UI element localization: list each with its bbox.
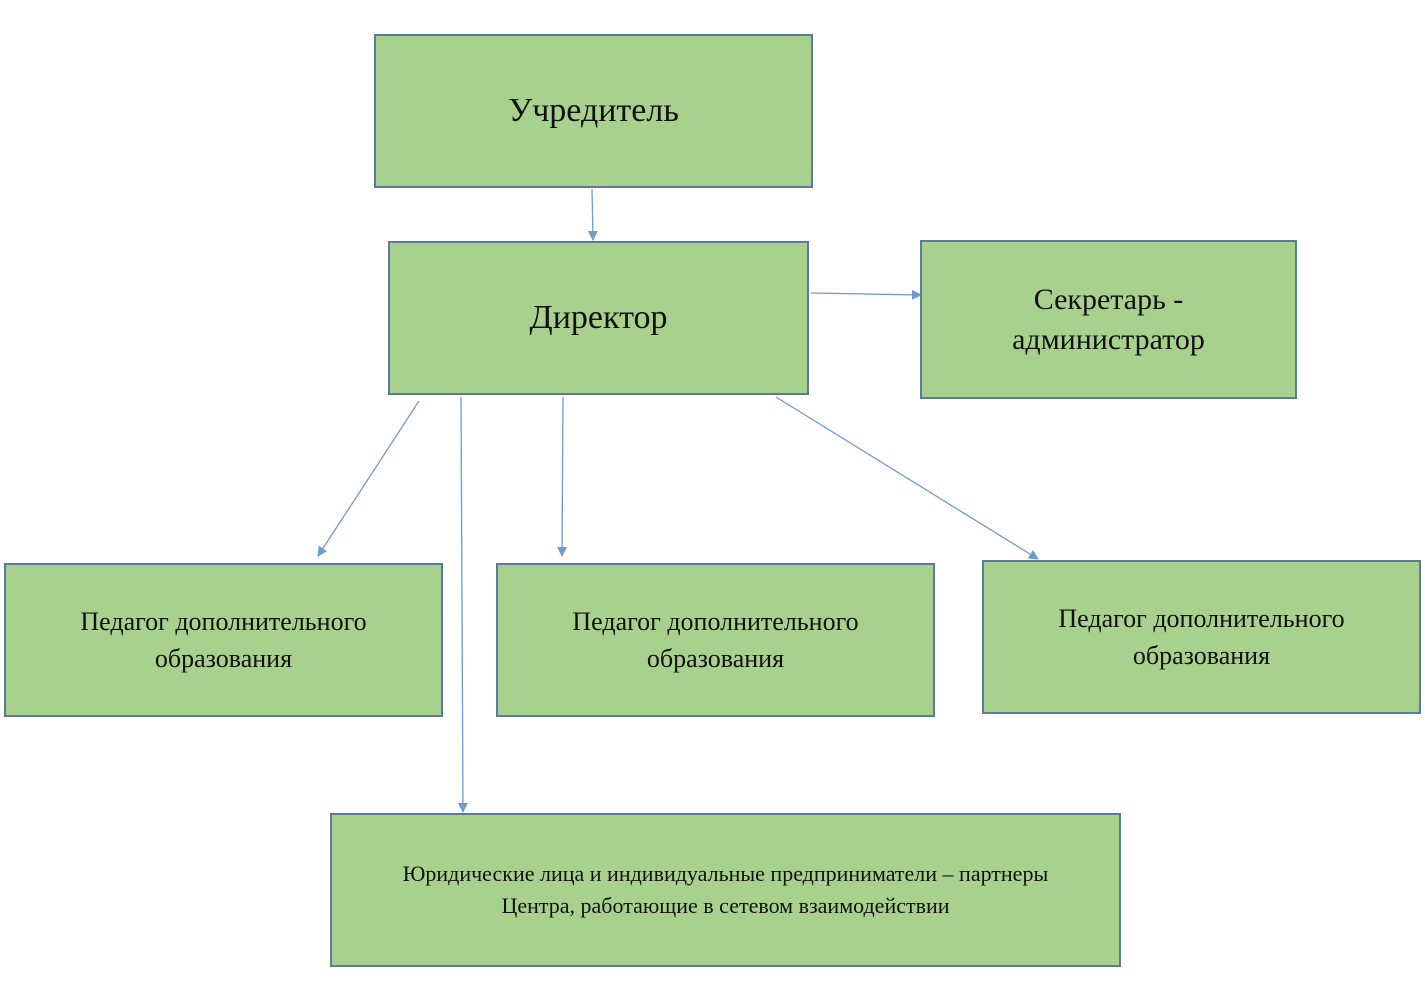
arrow-director-to-secretary — [810, 289, 922, 300]
arrow-director-to-teacher-1 — [317, 400, 420, 557]
director-label: Директор — [529, 299, 668, 336]
arrow-founder-to-director — [587, 188, 598, 241]
founder-label: Учредитель — [508, 92, 679, 129]
teacher-box-3: Педагог дополнительного образования — [982, 560, 1421, 714]
director-box: Директор — [388, 241, 809, 395]
teacher-label-1: Педагог дополнительного образования — [80, 607, 367, 673]
founder-box: Учредитель — [374, 34, 813, 188]
teacher-label-2: Педагог дополнительного образования — [572, 607, 859, 673]
teacher-box-2: Педагог дополнительного образования — [496, 563, 935, 717]
secretary-administrator-label: Секретарь - администратор — [1012, 282, 1205, 356]
arrow-director-to-teacher-3 — [775, 396, 1039, 560]
arrow-director-to-teacher-2 — [557, 396, 568, 557]
teacher-box-1: Педагог дополнительного образования — [4, 563, 443, 717]
partners-box: Юридические лица и индивидуальные предпр… — [330, 813, 1121, 967]
arrow-director-to-partners — [457, 396, 468, 813]
secretary-administrator-box: Секретарь - администратор — [920, 240, 1297, 399]
partners-label: Юридические лица и индивидуальные предпр… — [402, 861, 1049, 918]
teacher-label-3: Педагог дополнительного образования — [1058, 604, 1345, 670]
